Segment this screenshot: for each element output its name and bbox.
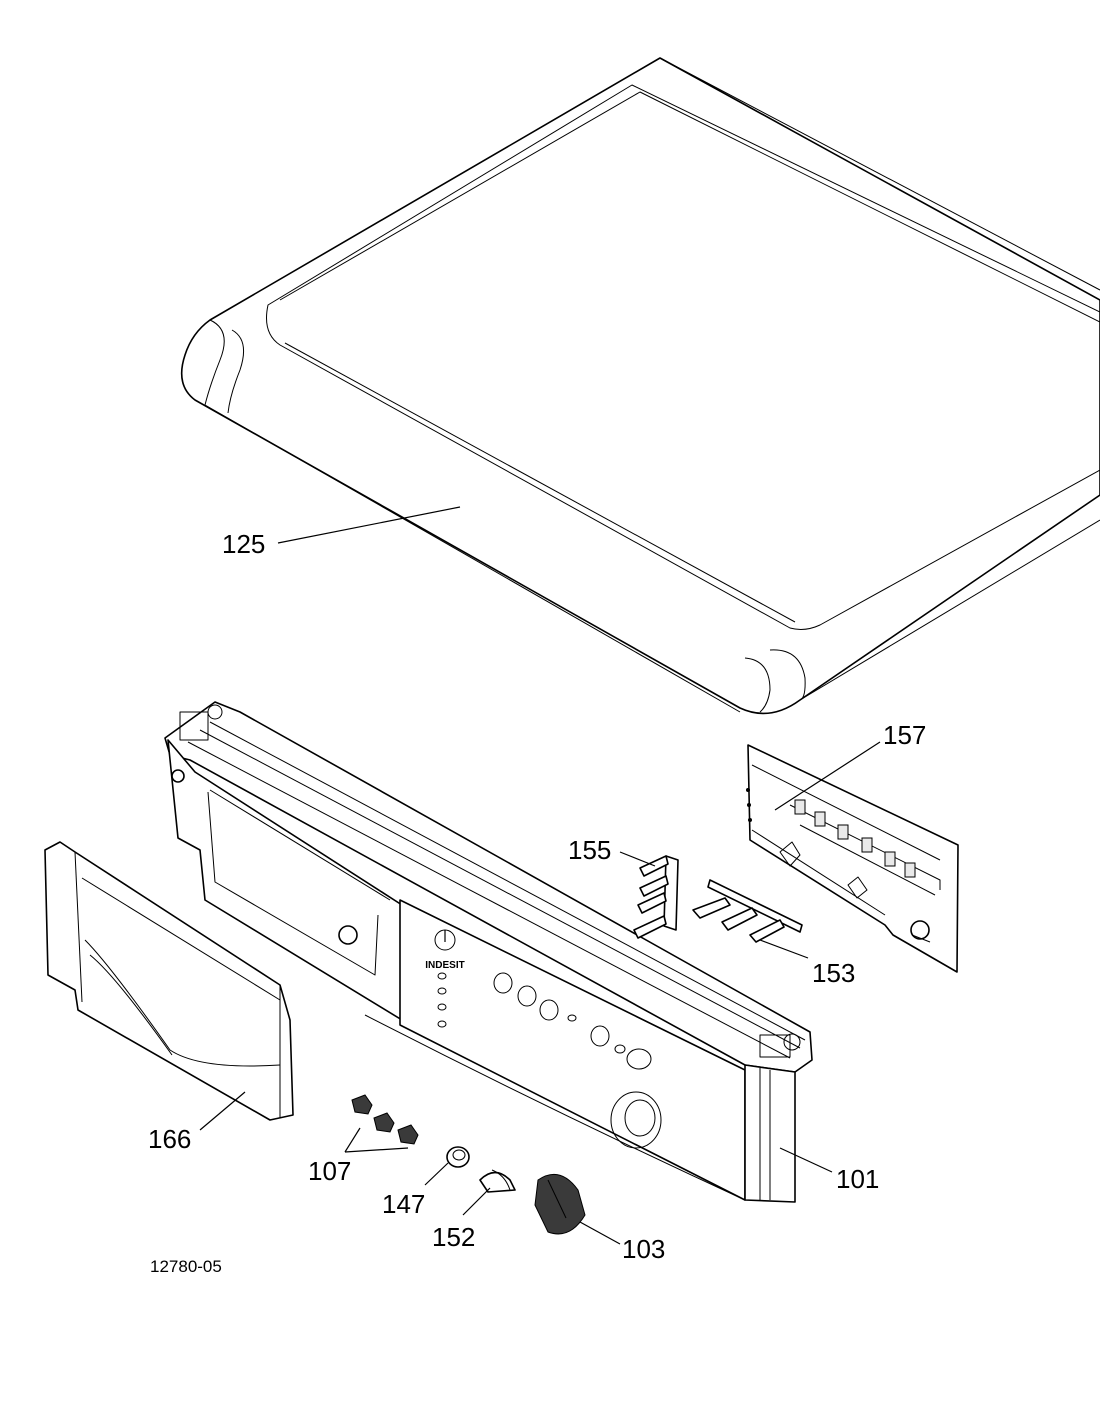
part-label-107: 107: [308, 1156, 351, 1186]
button-rail-155-part: [633, 855, 679, 939]
top-lid-part: [180, 57, 1100, 715]
control-panel-fascia-part: INDESIT: [164, 701, 813, 1203]
part-label-101: 101: [836, 1164, 879, 1194]
part-label-155: 155: [568, 835, 611, 865]
leader-152: [462, 1187, 491, 1216]
leader-147: [424, 1162, 449, 1186]
leader-155: [619, 851, 656, 867]
leader-103: [579, 1221, 621, 1245]
brand-logo: INDESIT: [425, 960, 464, 971]
leader-101: [779, 1147, 833, 1173]
button-cap-part: [479, 1169, 516, 1193]
button-rail-153-part: [692, 879, 803, 943]
programme-knob-part: [534, 1173, 586, 1235]
leader-107a: [344, 1127, 361, 1153]
part-label-125: 125: [222, 529, 265, 559]
small-knob-part: [446, 1146, 470, 1168]
leader-166: [199, 1091, 246, 1131]
part-label-153: 153: [812, 958, 855, 988]
leader-125: [277, 506, 461, 544]
leader-157: [774, 741, 881, 811]
drawing-number: 12780-05: [150, 1257, 222, 1276]
part-label-166: 166: [148, 1124, 191, 1154]
part-label-152: 152: [432, 1222, 475, 1252]
part-label-147: 147: [382, 1189, 425, 1219]
part-label-157: 157: [883, 720, 926, 750]
detergent-drawer-part: [44, 841, 294, 1121]
leader-107b: [344, 1147, 409, 1153]
leader-153: [759, 939, 809, 959]
push-buttons-part: [351, 1094, 419, 1145]
part-label-103: 103: [622, 1234, 665, 1264]
electronic-board-part: [746, 744, 959, 973]
